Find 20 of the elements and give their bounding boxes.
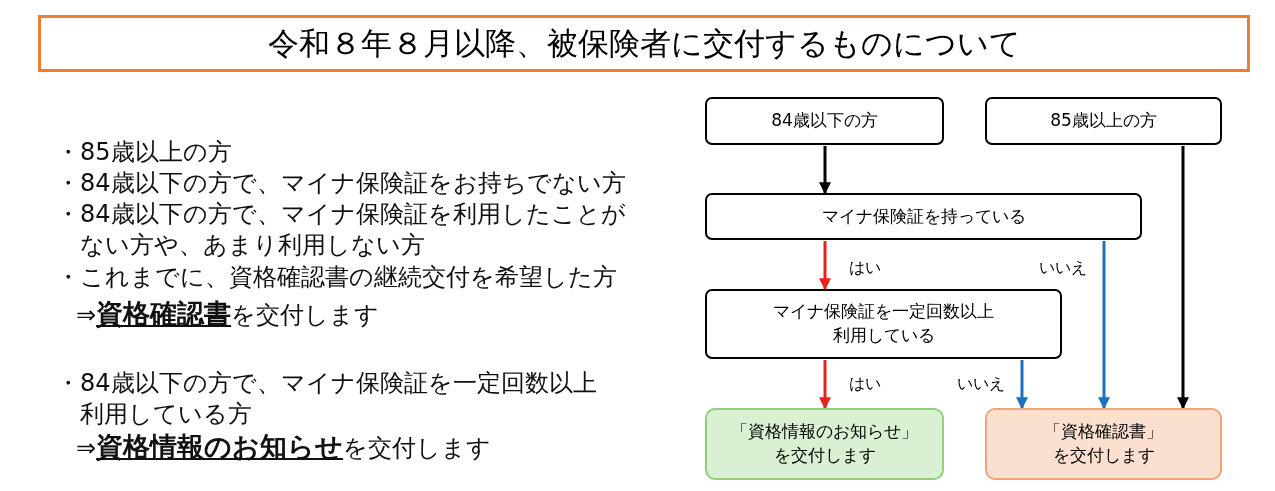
bullet-item: ・84歳以下の方で、マイナ保険証を利用したことがない方や、あまり利用しない方 xyxy=(56,199,626,261)
process-box: マイナ保険証を一定回数以上利用している xyxy=(705,289,1062,359)
result-box: 「資格情報のお知らせ」を交付します xyxy=(705,408,944,480)
arrow xyxy=(819,241,831,291)
process-box: 85歳以上の方 xyxy=(985,97,1222,145)
bullet-item: ・85歳以上の方 xyxy=(56,137,233,168)
title-banner: 令和８年８月以降、被保険者に交付するものについて xyxy=(38,15,1250,72)
arrow xyxy=(819,360,831,410)
process-box: マイナ保険証を持っている xyxy=(705,193,1142,240)
result-note: ⇒資格確認書を交付します xyxy=(75,298,381,331)
result-box: 「資格確認書」を交付します xyxy=(985,408,1222,480)
bullet-item: ・これまでに、資格確認書の継続交付を希望した方 xyxy=(56,262,618,293)
result-note: ⇒資格情報のお知らせを交付します xyxy=(75,431,493,464)
bullet-item: ・84歳以下の方で、マイナ保険証を一定回数以上利用している方 xyxy=(56,368,598,430)
bullet-item: ・84歳以下の方で、マイナ保険証をお持ちでない方 xyxy=(56,168,627,199)
arrow xyxy=(1098,241,1110,410)
arrow xyxy=(819,146,831,195)
arrow xyxy=(1177,146,1189,410)
arrow xyxy=(1016,360,1028,410)
process-box: 84歳以下の方 xyxy=(705,97,944,145)
